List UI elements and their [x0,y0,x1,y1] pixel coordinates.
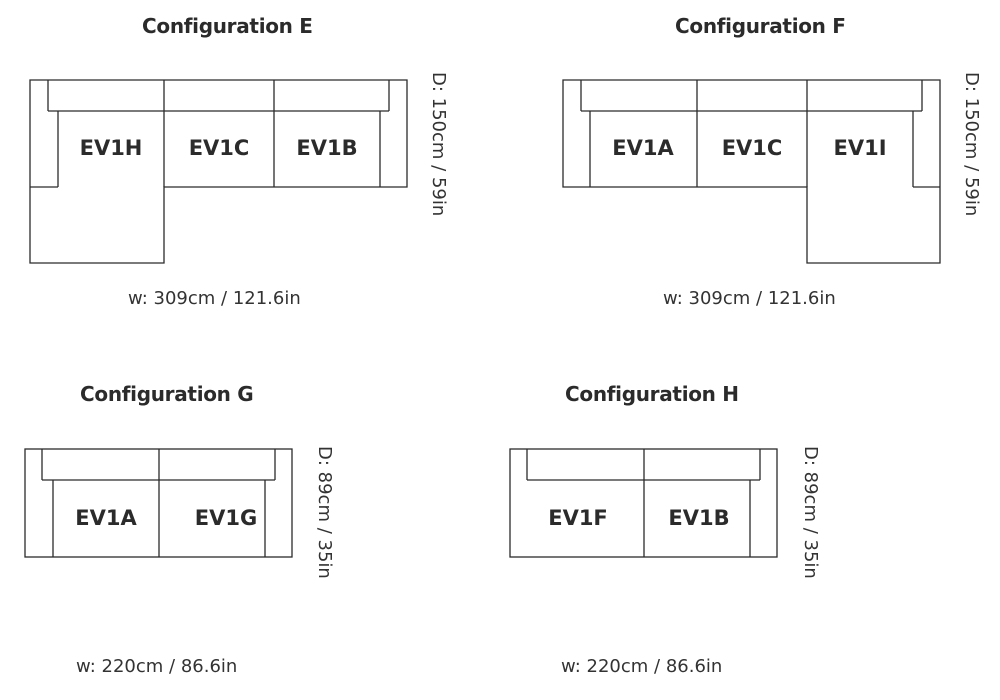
config-f-outline [562,79,941,264]
config-g-title: Configuration G [80,382,254,406]
config-e-module-3: EV1B [296,136,357,160]
config-h-width: w: 220cm / 86.6in [561,656,723,677]
config-f-module-1: EV1A [612,136,674,160]
config-f-title: Configuration F [675,14,846,38]
config-f-module-2: EV1C [722,136,783,160]
config-e-title: Configuration E [142,14,313,38]
config-h-title: Configuration H [565,382,739,406]
config-e-module-2: EV1C [189,136,250,160]
config-h-depth: D: 89cm / 35in [800,446,821,579]
config-g-module-1: EV1A [75,506,137,530]
config-h-module-1: EV1F [548,506,608,530]
config-g-width: w: 220cm / 86.6in [76,656,238,677]
config-e-width: w: 309cm / 121.6in [128,288,301,309]
config-f-module-3: EV1I [833,136,886,160]
config-e-module-1: EV1H [80,136,143,160]
config-h-module-2: EV1B [668,506,729,530]
config-f-width: w: 309cm / 121.6in [663,288,836,309]
config-g-module-2: EV1G [195,506,257,530]
